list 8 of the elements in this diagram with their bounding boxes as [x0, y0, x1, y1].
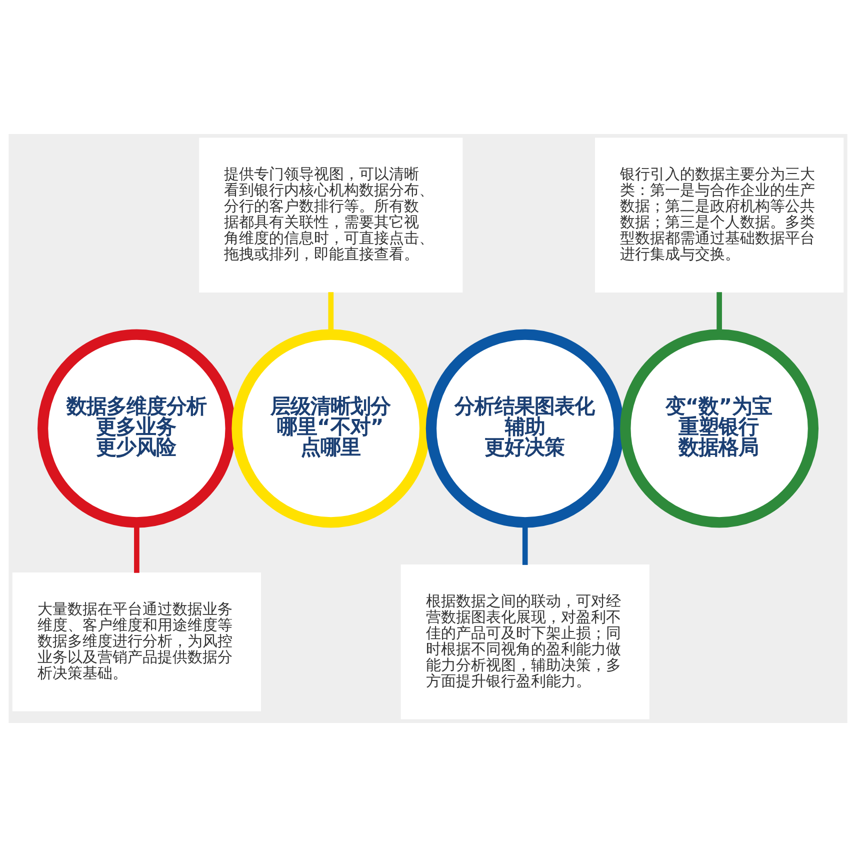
node-circle: 变“数”为宝 重塑银行 数据格局	[620, 328, 819, 528]
node-circle: 数据多维度分析 更多业务 更少风险	[37, 328, 236, 528]
node-box: 大量数据在平台通过数据业务维度、客户维度和用途维度等数据多维度进行分析，为风控业务以及营销产品提供数据分析决策基础。	[12, 572, 261, 711]
node-circle: 层级清晰划分 哪里“不对” 点哪里	[232, 328, 430, 528]
node-box: 银行引入的数据主要分为三大类：第一是与合作企业的生产数据；第二是政府机构等公共数据；第三是个人数据。多类型数据都需通过基础数据平台进行集成与交换。	[595, 137, 844, 292]
node-box: 提供专门领导视图，可以清晰看到银行内核心机构数据分布、分行的客户数排行等。所有数据都具有关联性，需要其它视角维度的信息时，可直接点击、拖拽或排列，即能直接查看。	[199, 137, 463, 292]
node-box: 根据数据之间的联动，可对经营数据图表化展现，对盈利不佳的产品可及时下架止损；同时根据不同视角的盈利能力做能力分析视图，辅助决策，多方面提升银行盈利能力。	[400, 564, 650, 719]
node-circle: 分析结果图表化 辅助 更好决策	[426, 328, 624, 528]
